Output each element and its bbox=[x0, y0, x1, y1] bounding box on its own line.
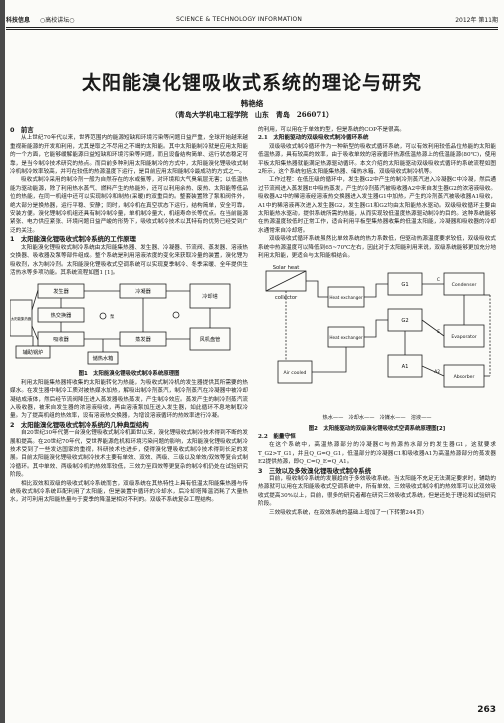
section-badge: ○高校讲坛○ bbox=[40, 16, 75, 24]
label-g2: G2 bbox=[401, 318, 408, 324]
label-absorber: 吸收器 bbox=[53, 335, 69, 343]
paragraph: 太阳能溴化锂吸收式制冷系统由太阳能集热器、发生器、冷凝器、节流阀、蒸发器、溶液热… bbox=[10, 244, 248, 276]
header-rule bbox=[6, 27, 498, 28]
label-air-cooled: Air cooled bbox=[284, 370, 307, 376]
collector-box bbox=[9, 299, 33, 337]
figure-1-caption: 图1 太阳能溴化锂吸收式制冷系统原理图 bbox=[78, 371, 180, 378]
label-c: C bbox=[437, 277, 440, 283]
running-header: 科技信息 ○高校讲坛○ SCIENCE & TECHNOLOGY INFORMA… bbox=[6, 12, 498, 26]
paragraph: 在这个系统中，高温热源部分的冷凝器C与热源热水部分的发生器G1，这就要求T_G2… bbox=[258, 442, 496, 466]
label-cooling-tower: 冷却塔 bbox=[202, 292, 218, 300]
label-evaporator: 蒸发器 bbox=[135, 335, 151, 343]
label-g1: G1 bbox=[401, 282, 408, 288]
figure-2-caption: 图2 太阳能驱动的双级溴化锂吸收式空调系统原理图[2] bbox=[308, 425, 446, 432]
header-rule-thin bbox=[6, 29, 498, 30]
section-heading: 0 前言 bbox=[10, 126, 34, 134]
label-pump: 泵 bbox=[110, 314, 115, 320]
journal-name-en: SCIENCE & TECHNOLOGY INFORMATION bbox=[176, 15, 303, 23]
journal-name-cn: 科技信息 bbox=[6, 16, 31, 24]
issue-number: 2012年 第11期 bbox=[455, 16, 498, 24]
author-affiliation: （青岛大学机电工程学院 山东 青岛 266071） bbox=[170, 110, 334, 119]
label-absorber-2: Absorber bbox=[454, 374, 475, 380]
article-title: 太阳能溴化锂吸收式系统的理论与研究 bbox=[81, 72, 422, 94]
subsection-heading: 2.2 能量守恒 bbox=[258, 433, 296, 440]
label-collector: 太阳能集热器 bbox=[11, 316, 32, 321]
label-solar: Solar heat bbox=[273, 265, 300, 271]
paragraph: 吸收式制冷采用的制冷剂一般为自然存在的水或氨等，对环境和大气臭氧层无害；以低温热… bbox=[10, 177, 248, 234]
figure-2-legend: 热水—— 冷却水—— 冷媒水—— 溶液—— bbox=[322, 414, 432, 421]
paragraph: 利用太阳能集热器将收集的太阳能转化为热能，为吸收式制冷机的发生器提供其所需要的热… bbox=[10, 379, 248, 420]
label-a1: A1 bbox=[402, 364, 409, 370]
label-condenser-2: Condenser bbox=[452, 282, 477, 288]
label-evaporator-2: Evaporator bbox=[451, 334, 476, 340]
figure-1-diagram: 发生器 冷凝器 热交换器 吸收器 蒸发器 冷却塔 太阳能集热器 风机盘管 储热水… bbox=[9, 280, 246, 368]
left-column: 0 前言 从上世纪70年代以来，世界范围内的能源短缺和环境污染等问题日益严重，全… bbox=[9, 126, 248, 505]
subsection-heading: 2.1 太阳能驱动的双级吸收式制冷循环系统 bbox=[258, 135, 369, 142]
label-condenser: 冷凝器 bbox=[135, 287, 151, 295]
paragraph: 双级吸收式制冷循环作为一种新型的吸收式循环系统，可以有效利用较低品位热能的太阳能… bbox=[258, 143, 496, 176]
section-heading: 2 太阳能溴化锂吸收式制冷系统的几种典型结构 bbox=[10, 420, 149, 429]
label-heat-exchanger-2: Heat exchanger bbox=[329, 335, 363, 340]
label-fancoil: 风机盘管 bbox=[200, 335, 221, 343]
page-number: 263 bbox=[477, 705, 496, 715]
paragraph: 自20世纪30年代第一台溴化锂吸收式制冷机面世以来，溴化锂吸收式制冷技术得到不断… bbox=[10, 430, 248, 479]
paragraph: 三效吸收式系统，在双效系统的基础上增加了一(下转第244页) bbox=[269, 509, 424, 516]
section-heading: 3 三效以及多效溴化锂吸收式制冷系统 bbox=[258, 466, 372, 475]
label-aux: 辅助锅炉 bbox=[23, 348, 44, 356]
label-generator: 发生器 bbox=[53, 287, 69, 295]
paragraph: 的利用，可以用在于单效的型，但是系统的COP不是很高。 bbox=[258, 127, 405, 133]
paragraph: 双级吸收式循环系统虽然比单效系统的热力系数低，但驱动热源温度要求较低，双级吸收式… bbox=[258, 236, 496, 260]
paragraph: 从上世纪70年代以来，世界范围内的能源短缺和环境污染等问题日益严重，全球开始越来… bbox=[10, 135, 248, 176]
label-collector-2: collector bbox=[275, 295, 298, 301]
right-column: 的利用，可以用在于单效的型，但是系统的COP不是很高。 2.1 太阳能驱动的双级… bbox=[258, 126, 496, 517]
figure-1-svg: 发生器 冷凝器 热交换器 吸收器 蒸发器 冷却塔 太阳能集热器 风机盘管 储热水… bbox=[9, 283, 231, 365]
author-name: 韩艳络 bbox=[240, 99, 264, 108]
paragraph: 目前，吸收制冷系统的发展趋向于多效吸收系统。当太阳能不充足无法满足要求时，辅助的… bbox=[258, 475, 496, 508]
paragraph: 工作过程：在低压级的循环中，发生器G2中产生的制冷剂蒸汽进入冷凝器C中冷凝，然后… bbox=[258, 177, 496, 234]
label-storage: 储热水箱 bbox=[93, 354, 114, 362]
label-hx: 热交换器 bbox=[51, 311, 73, 319]
label-e: E bbox=[437, 329, 440, 335]
figure-2-svg: Solar heat collector Heat exchanger Heat… bbox=[265, 265, 491, 387]
label-heat-exchanger-1: Heat exchanger bbox=[329, 295, 363, 300]
page-edge-bar bbox=[0, 0, 5, 723]
label-a2: A2 bbox=[434, 369, 440, 375]
paragraph: 相比双效和双级的吸收式制冷系统而言，双级系统在其热特性上具有低温太阳能集热器与传… bbox=[10, 480, 248, 504]
section-heading: 1 太阳能溴化锂吸收式制冷系统的工作原理 bbox=[10, 235, 136, 244]
figure-2-diagram: Solar heat collector Heat exchanger Heat… bbox=[258, 265, 496, 423]
